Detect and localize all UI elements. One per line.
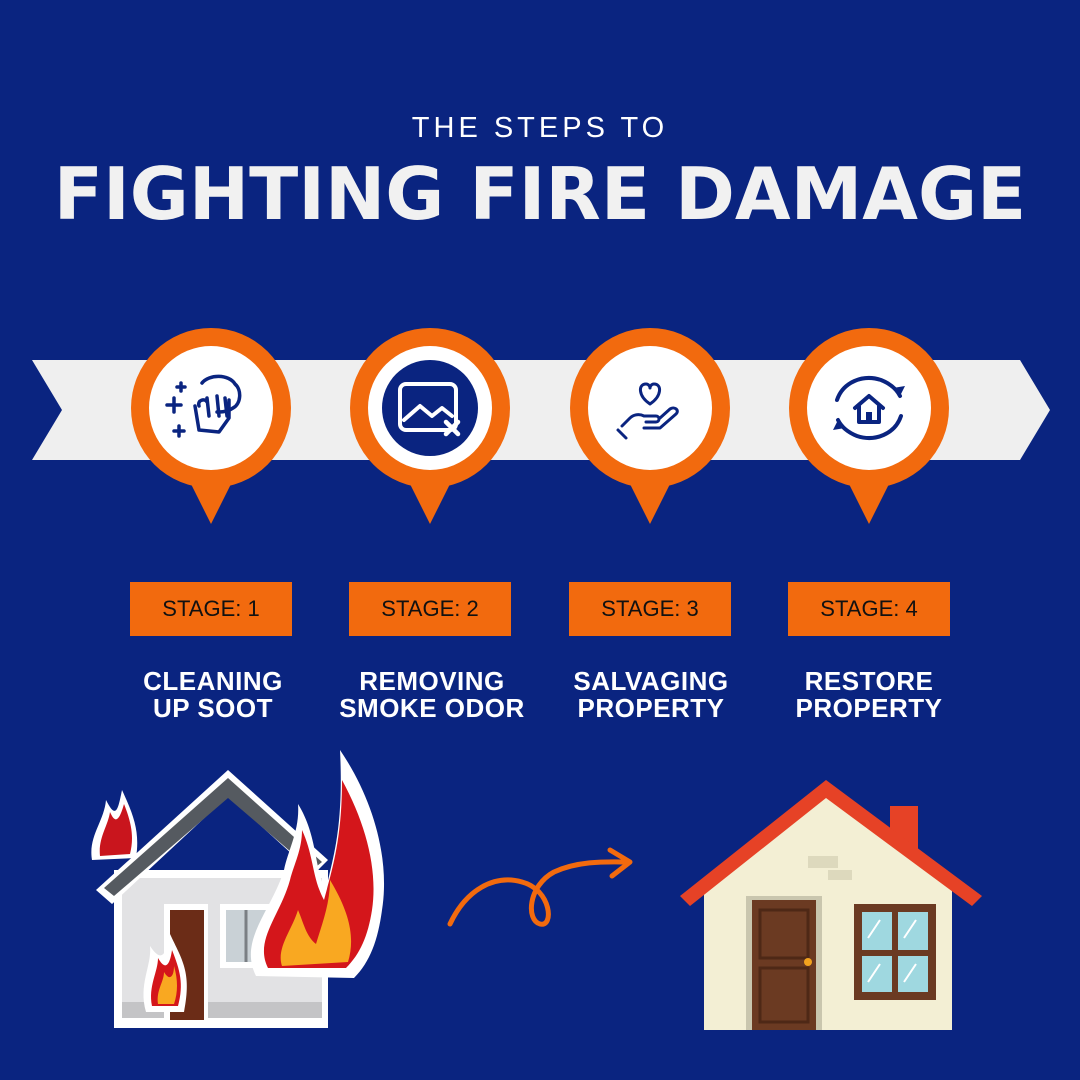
stage-1-pin [131,328,291,524]
restored-house-illustration [680,780,982,1030]
subtitle: THE STEPS TO [411,112,669,144]
stage-3-badge: STAGE: 3 [569,582,731,636]
stage-3-pin [570,328,730,524]
heart-in-hand-icon [616,382,679,440]
stage-2-pin [350,328,510,524]
stage-1-badge: STAGE: 1 [130,582,292,636]
stage-4-badge: STAGE: 4 [788,582,950,636]
burning-house-illustration [91,750,385,1028]
stage-4-pin [789,328,949,524]
transition-arrow-icon [447,847,633,927]
image-remove-icon [398,382,461,437]
stage-2-badge: STAGE: 2 [349,582,511,636]
hand-wipe-sparkle-icon [165,374,242,438]
home-refresh-icon [833,376,905,440]
page-title: FIGHTING FIRE DAMAGE [53,152,1027,236]
